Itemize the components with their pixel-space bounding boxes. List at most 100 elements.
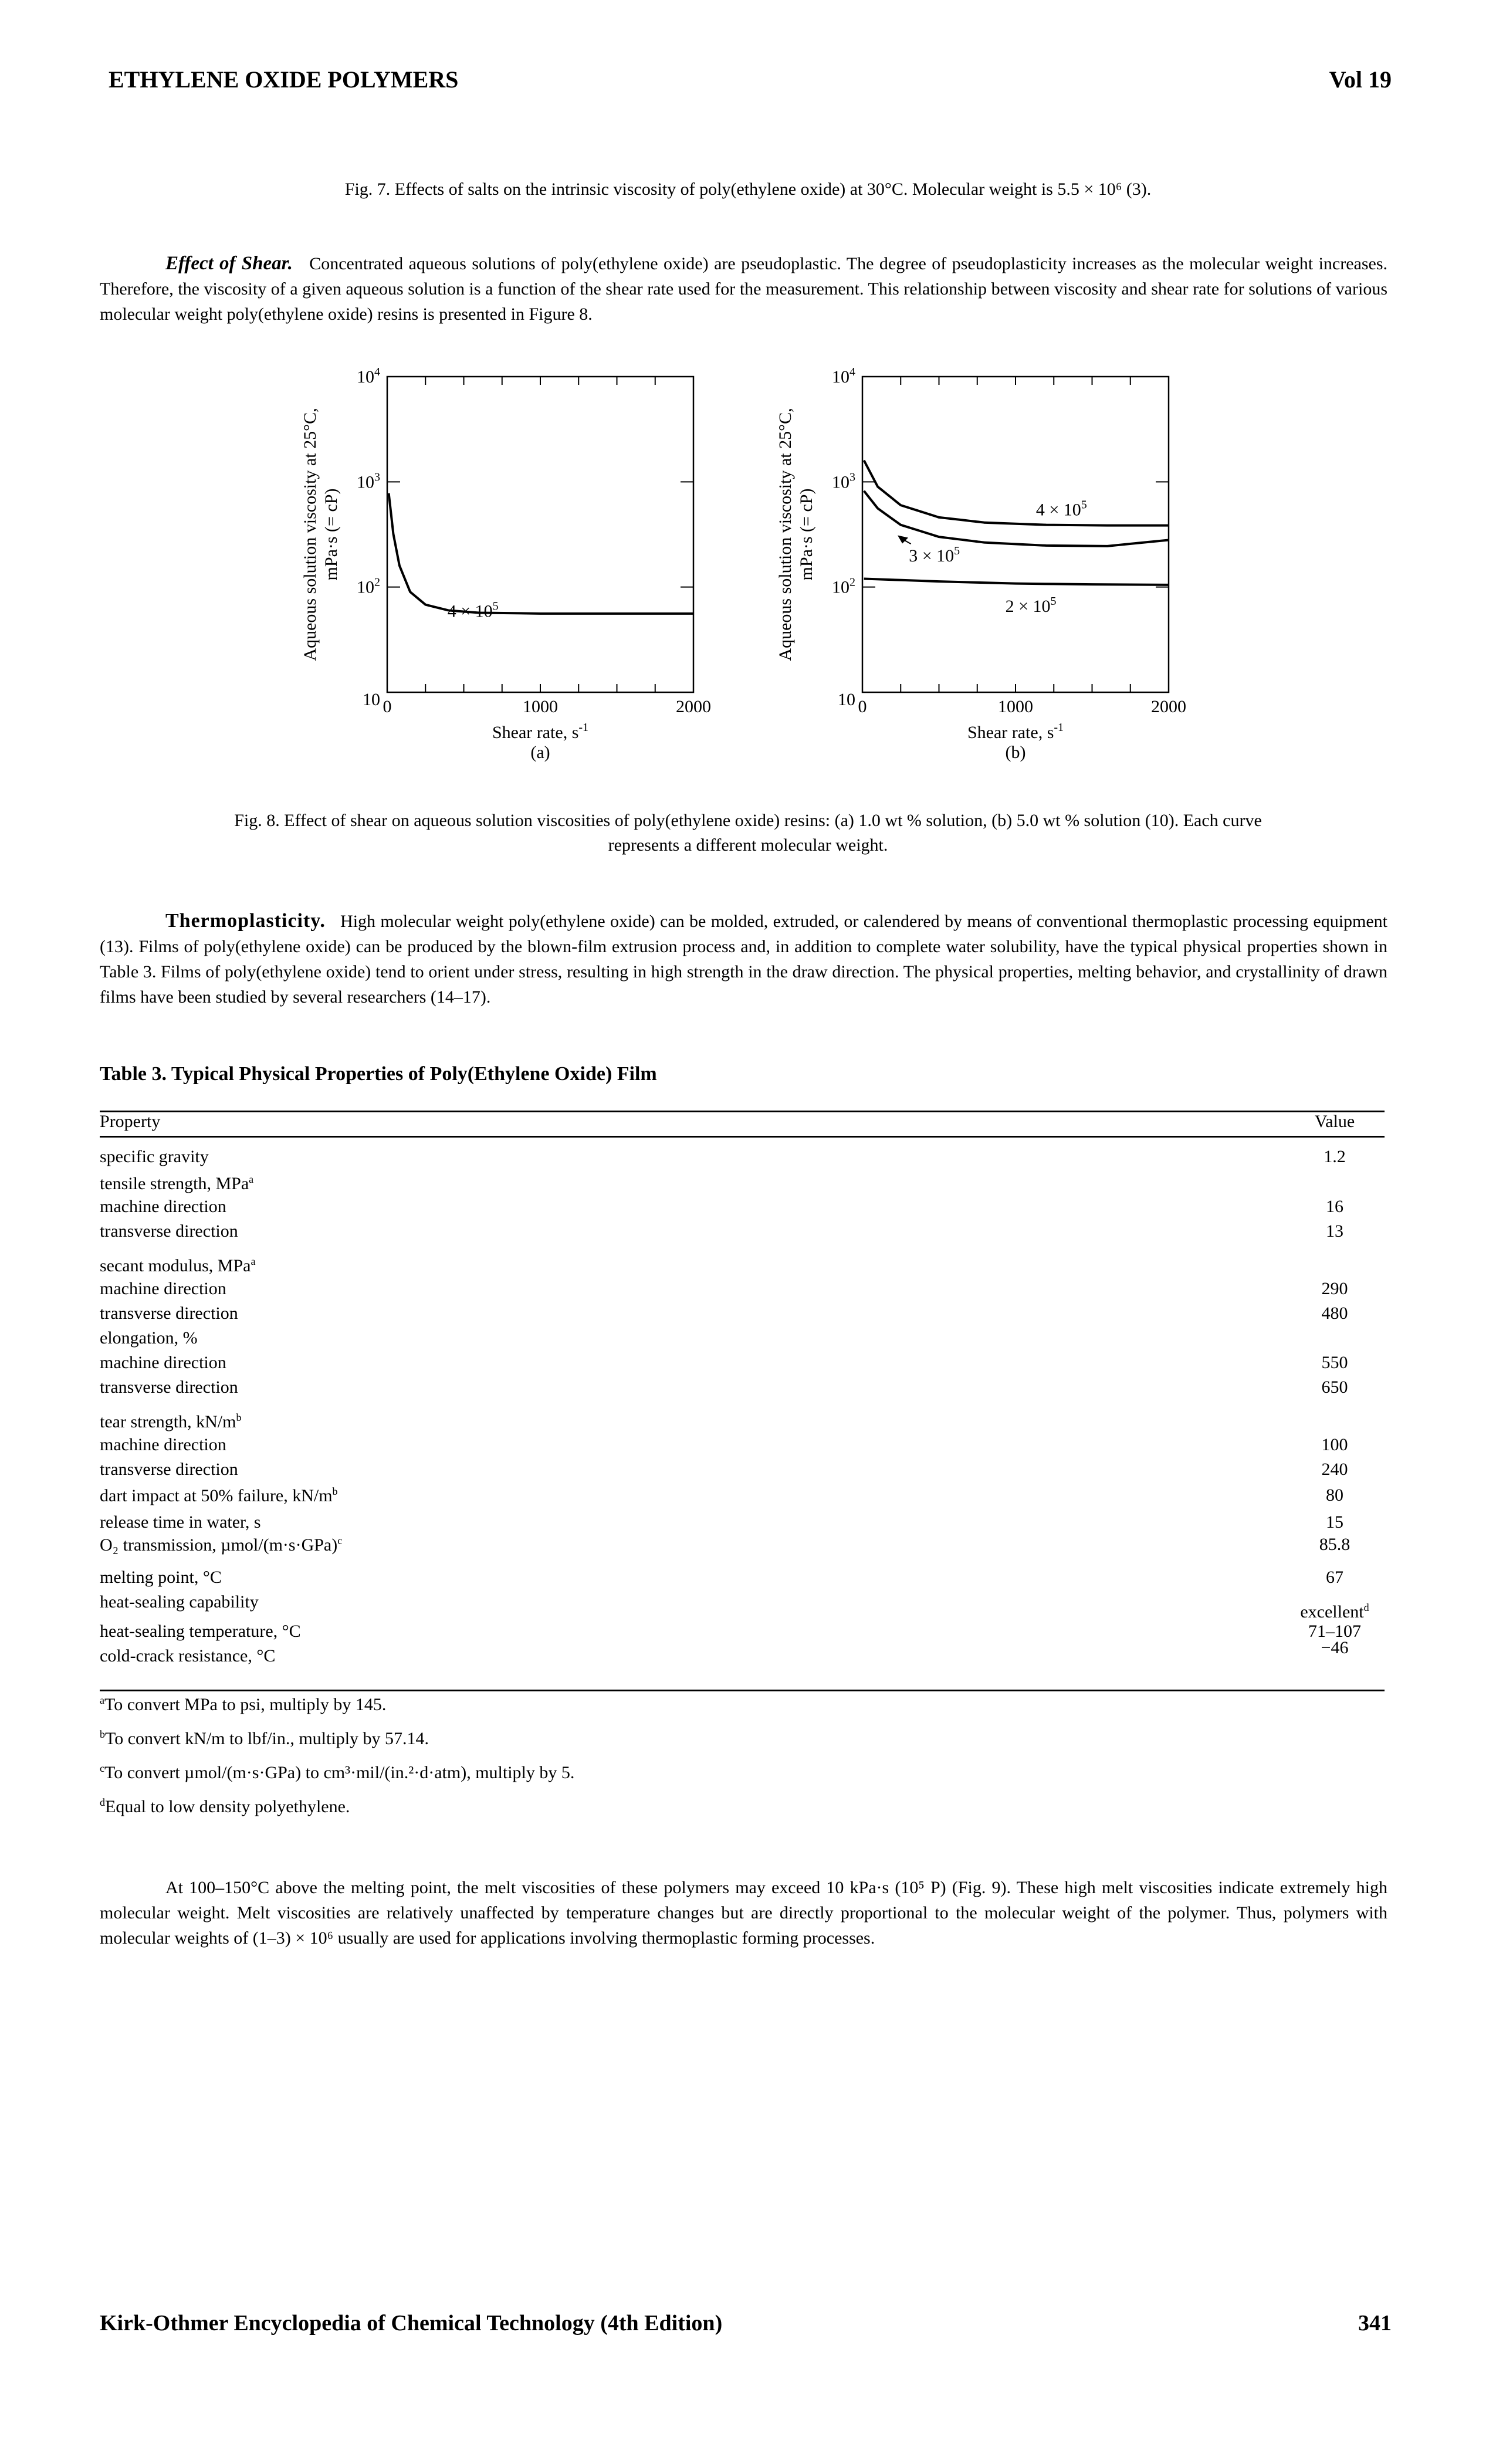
table-row: cold-crack resistance, °C −46 [100,1638,1385,1670]
table-row: transverse direction 650 [100,1377,1385,1401]
footnote-a: aTo convert MPa to psi, multiply by 145. [100,1694,387,1714]
series-label: 4 × 105 [448,600,499,621]
cell-property: release time in water, s [100,1512,261,1532]
footer-title: Kirk-Othmer Encyclopedia of Chemical Tec… [100,2311,723,2336]
x-tick-label: 1000 [523,697,558,716]
table-top-rule [100,1111,1385,1112]
cell-property: elongation, % [100,1328,198,1348]
melt-paragraph: At 100–150°C above the melting point, th… [100,1878,1387,1948]
table-row: machine direction 100 [100,1435,1385,1458]
table-title: Table 3. Typical Physical Properties of … [100,1063,657,1085]
shear-text: Concentrated aqueous solutions of poly(e… [100,254,1388,324]
y-tick-label: 103 [832,471,855,492]
table-row: heat-sealing capability excellentd [100,1592,1385,1622]
footnote-c: cTo convert µmol/(m·s·GPa) to cm³·mil/(i… [100,1762,575,1782]
cell-property: machine direction [100,1435,226,1454]
cell-property: machine direction [100,1353,226,1372]
series-line [864,577,1169,586]
footnote-d: dEqual to low density polyethylene. [100,1796,350,1816]
cell-value: 240 [1321,1460,1348,1479]
cell-value: excellentd [1300,1602,1369,1622]
table-header-row: Property Value [100,1112,1385,1135]
cell-value: 85.8 [1319,1535,1351,1554]
col-header-value: Value [1314,1112,1355,1131]
fig8-caption-line1: Fig. 8. Effect of shear on aqueous solut… [234,811,1262,830]
cell-value: 80 [1326,1485,1343,1505]
table-row: transverse direction 480 [100,1304,1385,1327]
series-label: 2 × 105 [1006,595,1057,616]
cell-property: heat-sealing capability [100,1592,259,1612]
cell-property: transverse direction [100,1304,238,1323]
thermo-text: High molecular weight poly(ethylene oxid… [100,912,1388,1007]
table-row: machine direction 16 [100,1197,1385,1220]
cell-property: dart impact at 50% failure, kN/mb [100,1485,338,1505]
x-tick-label: 2000 [676,697,711,716]
x-tick-label: 0 [383,697,392,716]
y-tick-label: 104 [357,365,380,387]
cell-value: 1.2 [1324,1147,1346,1166]
cell-value: 480 [1321,1304,1348,1323]
fig8-caption: Fig. 8. Effect of shear on aqueous solut… [100,808,1396,858]
panel-label: (a) [530,743,550,762]
cell-value: 13 [1326,1221,1343,1241]
footnote-ref: a [249,1173,254,1185]
x-tick-label: 1000 [998,697,1033,716]
footnote-ref: a [251,1255,256,1267]
x-axis-label: Shear rate, s-1 [492,721,588,742]
footnote-ref: b [236,1412,242,1423]
series-line [862,459,1169,527]
cell-property: transverse direction [100,1377,238,1397]
footnote-ref: d [1363,1602,1369,1613]
thermo-lead: Thermoplasticity. [165,910,326,932]
x-axis-label: Shear rate, s-1 [967,721,1064,742]
footnote-ref: c [337,1535,343,1546]
table-footnotes: aTo convert MPa to psi, multiply by 145.… [100,1694,574,1830]
annotation-arrowhead [898,535,909,544]
cell-property: machine direction [100,1197,226,1216]
plot-frame [386,375,695,693]
table-row: tensile strength, MPaa [100,1173,1385,1197]
y-tick-label: 103 [357,471,380,492]
cell-value: −46 [1321,1638,1349,1657]
fig7-caption: Fig. 7. Effects of salts on the intrinsi… [344,180,1152,199]
table-row: secant modulus, MPaa [100,1255,1385,1279]
y-tick-label: 102 [357,576,380,597]
series-label: 4 × 105 [1036,498,1087,519]
shear-paragraph: Effect of Shear. Concentrated aqueous so… [100,251,1387,327]
cell-value: 16 [1326,1197,1343,1216]
x-tick-label: 0 [858,697,867,716]
panel-label: (b) [1006,743,1026,762]
table-row: dart impact at 50% failure, kN/mb 80 [100,1485,1385,1509]
table-header-rule [100,1136,1385,1138]
cell-property: melting point, °C [100,1568,222,1587]
col-header-property: Property [100,1112,161,1131]
footnote-b: bTo convert kN/m to lbf/in., multiply by… [100,1728,429,1748]
cell-value: 71–107 [1308,1622,1361,1641]
running-header-title: ETHYLENE OXIDE POLYMERS [109,66,459,93]
table-row: heat-sealing temperature, °C 71–107 [100,1622,1385,1645]
y-axis-label: Aqueous solution viscosity at 25°C,mPa·s… [300,408,341,661]
cell-value: 100 [1321,1435,1348,1454]
plot-frame [861,375,1170,693]
y-tick-label: 104 [832,365,855,387]
cell-property: machine direction [100,1279,226,1298]
cell-property: cold-crack resistance, °C [100,1646,276,1666]
shear-lead: Effect of Shear. [165,253,293,274]
cell-value: 650 [1321,1377,1348,1397]
table-row: transverse direction 240 [100,1460,1385,1483]
y-tick-label: 10 [838,690,855,709]
table-row: tear strength, kN/mb [100,1412,1385,1435]
cell-property: heat-sealing temperature, °C [100,1622,301,1641]
cell-property: transverse direction [100,1460,238,1479]
y-tick-label: 10 [363,690,380,709]
cell-property: secant modulus, MPaa [100,1255,256,1275]
footer-page-number: 341 [1358,2311,1392,2336]
